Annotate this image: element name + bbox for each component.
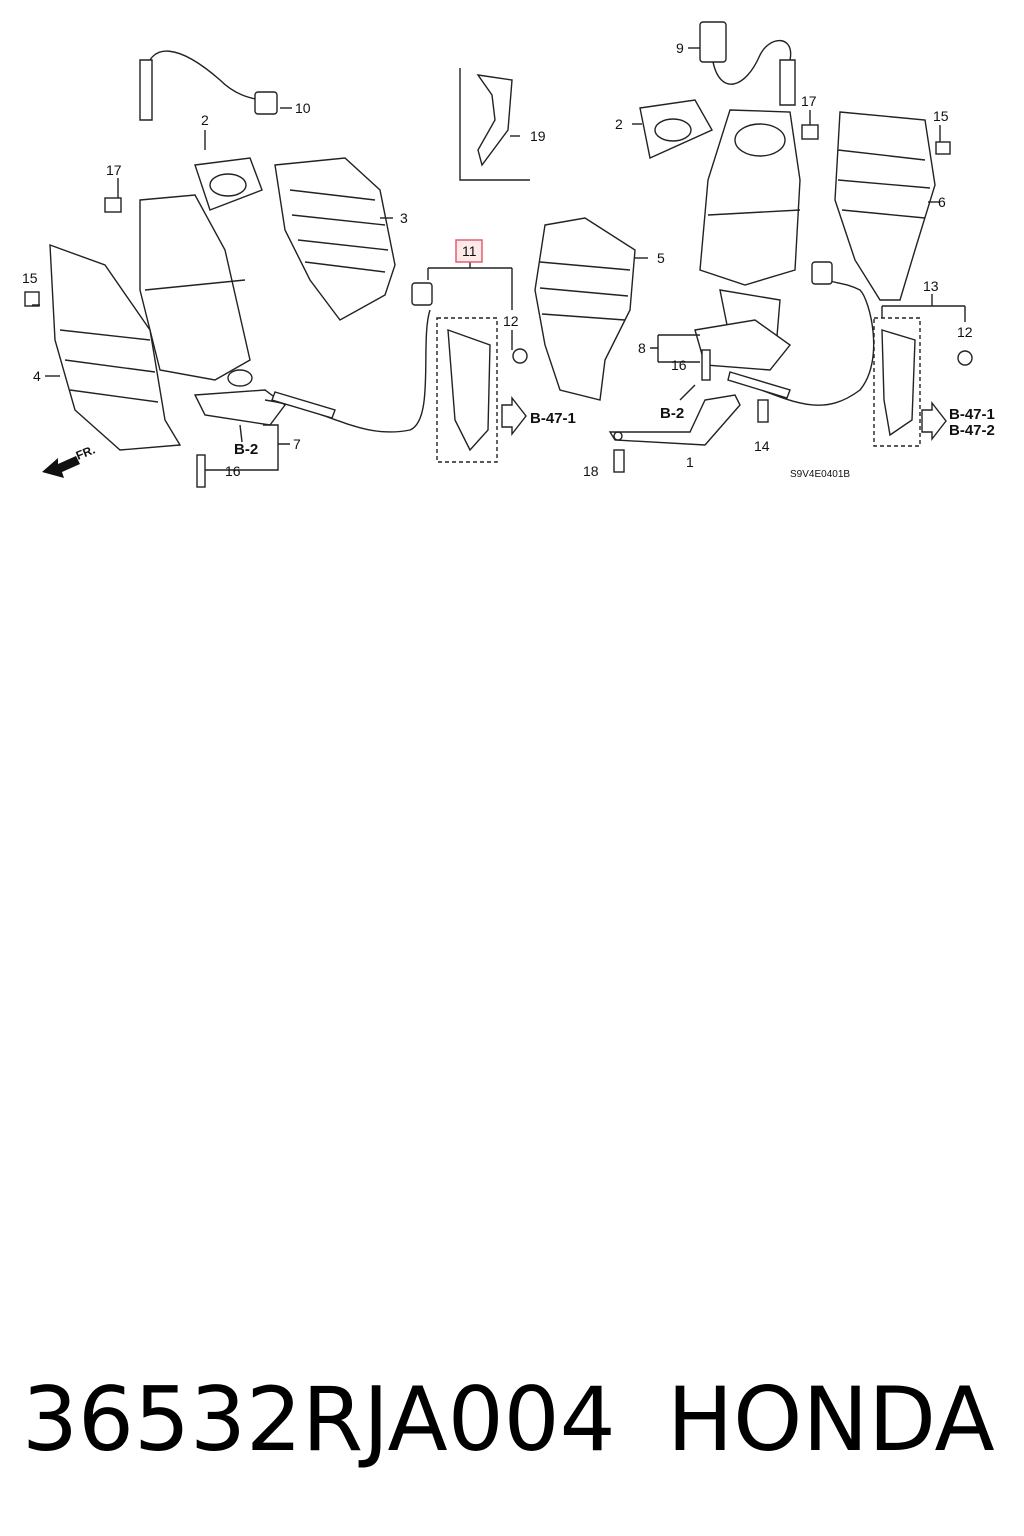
flange-7 — [193, 389, 286, 426]
brand-name: HONDA — [667, 1368, 995, 1471]
callout-8: 8 — [638, 340, 646, 356]
connector-13 — [811, 261, 833, 285]
o2-sensor-wire-left — [144, 50, 261, 101]
connector-11 — [411, 282, 433, 306]
callout-16-right: 16 — [671, 357, 687, 373]
ref-b2-left: B-2 — [234, 441, 258, 458]
stud-16-left — [196, 454, 206, 488]
o2-sensor-left — [139, 59, 153, 121]
ref-b47-2-right: B-47-2 — [949, 422, 995, 439]
catalytic-converter-right — [699, 109, 801, 286]
bolt-18 — [613, 449, 625, 473]
nut-17-right — [801, 124, 819, 140]
front-arrow-icon — [42, 456, 80, 478]
callout-10: 10 — [295, 100, 311, 116]
catalytic-converter-left — [139, 194, 251, 381]
connector-10 — [254, 91, 278, 115]
bolt-15-left — [24, 291, 40, 307]
bracket-box-left — [436, 317, 498, 463]
callout-15-left: 15 — [22, 270, 38, 286]
o2-sensor-wire-11 — [264, 309, 431, 433]
callout-11: 11 — [462, 243, 477, 259]
callout-7: 7 — [293, 436, 301, 452]
bracket-1 — [608, 394, 741, 446]
front-label: FR. — [74, 443, 97, 463]
ref-b47-1-mid: B-47-1 — [530, 410, 576, 427]
callout-4: 4 — [33, 368, 41, 384]
callout-9: 9 — [676, 40, 684, 56]
footer-caption: 36532RJA004 HONDA — [22, 1360, 1012, 1480]
diagram-code: S9V4E0401B — [790, 469, 850, 480]
callout-13: 13 — [923, 278, 939, 294]
callout-12-right: 12 — [957, 324, 973, 340]
bracket-19 — [476, 74, 513, 167]
callout-16-left: 16 — [225, 463, 241, 479]
o2-sensor-wire-13 — [729, 274, 875, 406]
callout-3: 3 — [400, 210, 408, 226]
o2-sensor-right — [779, 59, 796, 106]
part-number: 36532RJA004 — [22, 1368, 616, 1471]
callout-5: 5 — [657, 250, 665, 266]
heat-shield-5 — [534, 217, 636, 401]
stud-16-right — [701, 349, 711, 381]
ring-12-right — [957, 350, 973, 366]
callout-19: 19 — [530, 128, 546, 144]
bolt-15-right — [935, 141, 951, 155]
o2-sensor-13 — [727, 371, 791, 399]
ref-b47-1-right: B-47-1 — [949, 406, 995, 423]
o2-sensor-wire-right — [712, 39, 792, 85]
callout-2-right: 2 — [615, 116, 623, 132]
bolt-14 — [757, 399, 769, 423]
bracket-box-right — [873, 317, 921, 447]
heat-shield-6 — [834, 111, 936, 301]
ref-arrow-b47-mid — [501, 395, 527, 437]
connector-9 — [699, 21, 727, 63]
heat-shield-4 — [49, 243, 182, 451]
callout-18: 18 — [583, 463, 599, 479]
ref-b2-right: B-2 — [660, 405, 684, 422]
callout-1: 1 — [686, 454, 694, 470]
callout-6: 6 — [938, 194, 946, 210]
callout-15-right: 15 — [933, 108, 949, 124]
callout-17-right: 17 — [801, 93, 817, 109]
nut-17-left — [104, 197, 122, 213]
ring-12-left — [512, 348, 528, 364]
gasket-right — [639, 99, 713, 160]
callout-12-left: 12 — [503, 313, 519, 329]
callout-17-left: 17 — [106, 162, 122, 178]
callout-2-left: 2 — [201, 112, 209, 128]
heat-shield-3 — [274, 157, 396, 321]
ref-arrow-b47-right — [921, 400, 947, 442]
callout-11-highlight — [455, 239, 483, 263]
o2-sensor-11 — [271, 391, 336, 419]
callout-14: 14 — [754, 438, 770, 454]
exhaust-parts-diagram: 1 2 2 3 4 5 6 7 8 9 10 11 12 12 13 14 15… — [22, 21, 995, 488]
gasket-left — [194, 157, 263, 211]
